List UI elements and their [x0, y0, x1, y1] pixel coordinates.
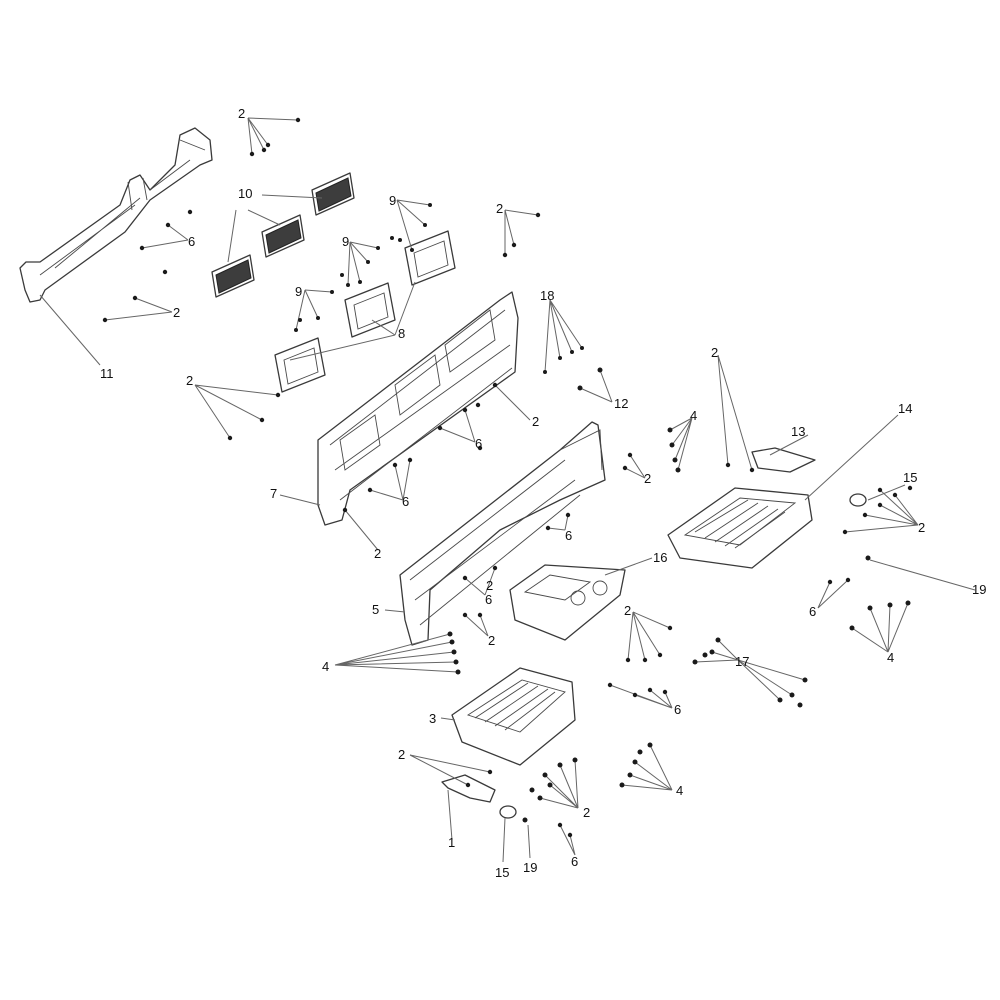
callout-15: 15: [903, 470, 917, 485]
part-3-floor-mat: [451, 667, 576, 766]
callout-9: 9: [295, 284, 302, 299]
callout-2: 2: [711, 345, 718, 360]
callout-4: 4: [690, 408, 697, 423]
callout-4: 4: [676, 783, 683, 798]
callout-1: 1: [448, 835, 455, 850]
part-13-bracket: [751, 447, 816, 473]
callout-2: 2: [398, 747, 405, 762]
callout-2: 2: [186, 373, 193, 388]
callout-4: 4: [887, 650, 894, 665]
callout-6: 6: [475, 436, 482, 451]
leader-lines: [39, 117, 976, 863]
callout-19: 19: [972, 582, 986, 597]
part-14-floor-mat: [667, 487, 813, 569]
callout-6: 6: [674, 702, 681, 717]
callout-9: 9: [389, 193, 396, 208]
part-16-console: [509, 564, 626, 641]
part-1-bracket: [441, 774, 496, 803]
part-15-caps: [499, 493, 867, 819]
callout-14: 14: [898, 401, 912, 416]
callout-2: 2: [486, 578, 493, 593]
callout-labels: 11 2 6 2 10 9 9 9 8 2 18 12 2 2 6 7 6 2 …: [100, 106, 986, 880]
callout-18: 18: [540, 288, 554, 303]
callout-2: 2: [918, 520, 925, 535]
callout-3: 3: [429, 711, 436, 726]
callout-6: 6: [402, 494, 409, 509]
callout-17: 17: [735, 654, 749, 669]
callout-12: 12: [614, 396, 628, 411]
part-7-back-panel: [317, 291, 519, 526]
callout-5: 5: [372, 602, 379, 617]
callout-2: 2: [624, 603, 631, 618]
callout-13: 13: [791, 424, 805, 439]
callout-2: 2: [583, 805, 590, 820]
callout-7: 7: [270, 486, 277, 501]
callout-15: 15: [495, 865, 509, 880]
fasteners: [102, 117, 913, 838]
callout-2: 2: [374, 546, 381, 561]
callout-6: 6: [485, 592, 492, 607]
callout-2: 2: [238, 106, 245, 121]
callout-8: 8: [398, 326, 405, 341]
part-10-vent-grilles: [211, 172, 355, 298]
callout-4: 4: [322, 659, 329, 674]
callout-6: 6: [571, 854, 578, 869]
callout-2: 2: [173, 305, 180, 320]
callout-2: 2: [532, 414, 539, 429]
callout-19: 19: [523, 860, 537, 875]
callout-2: 2: [488, 633, 495, 648]
callout-11: 11: [100, 366, 114, 381]
callout-6: 6: [565, 528, 572, 543]
callout-9: 9: [342, 234, 349, 249]
callout-16: 16: [653, 550, 667, 565]
callout-6: 6: [188, 234, 195, 249]
callout-2: 2: [644, 471, 651, 486]
callout-2: 2: [496, 201, 503, 216]
callout-6: 6: [809, 604, 816, 619]
callout-10: 10: [238, 186, 252, 201]
part-5-side-panel: [399, 421, 606, 646]
part-8-vent-housings: [274, 230, 456, 393]
part-11-rail-bracket: [19, 127, 213, 303]
part-19-plugs: [522, 555, 871, 823]
